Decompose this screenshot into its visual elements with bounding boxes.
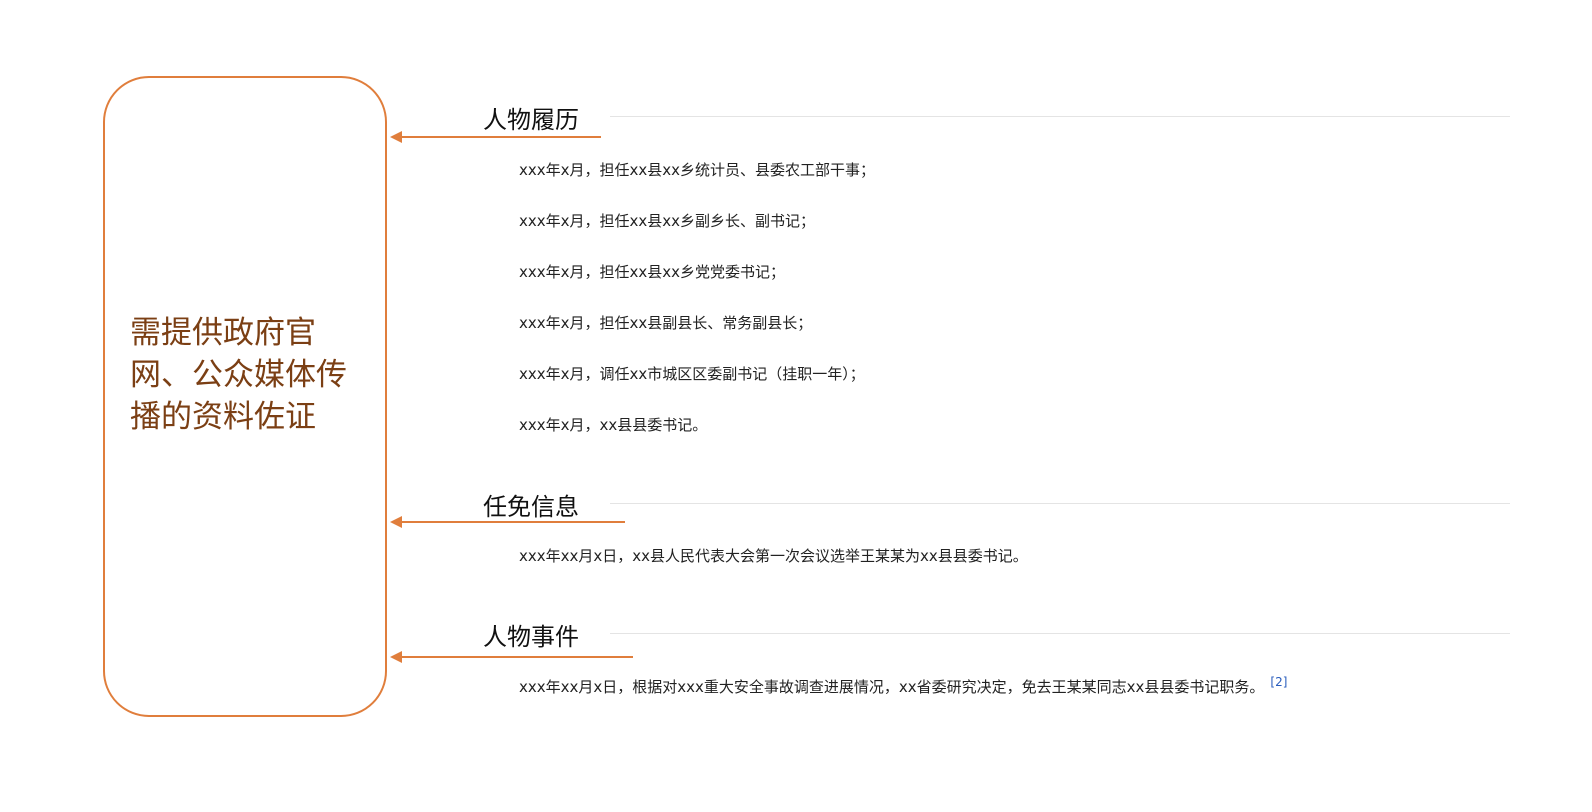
section-title-events: 人物事件	[483, 623, 579, 651]
list-item: xxx年x月，调任xx市城区区委副书记（挂职一年）；	[519, 365, 865, 383]
reference-link[interactable]: [2]	[1270, 675, 1288, 689]
list-item: xxx年x月，担任xx县xx乡统计员、县委农工部干事；	[519, 161, 876, 179]
section-title-resume: 人物履历	[483, 106, 579, 134]
section-divider	[610, 503, 1510, 504]
list-item: xxx年x月，xx县县委书记。	[519, 416, 708, 434]
section-divider	[610, 633, 1510, 634]
section-divider	[610, 116, 1510, 117]
section-title-appointment: 任免信息	[483, 493, 579, 521]
arrow-appointment	[390, 516, 625, 528]
arrow-events	[390, 651, 633, 663]
list-item: xxx年x月，担任xx县xx乡副乡长、副书记；	[519, 212, 816, 230]
list-item: xxx年xx月x日，xx县人民代表大会第一次会议选举王某某为xx县县委书记。	[519, 547, 1028, 565]
list-item: xxx年x月，担任xx县副县长、常务副县长；	[519, 314, 813, 332]
annotation-text: 需提供政府官网、公众媒体传播的资料佐证	[130, 315, 347, 435]
arrow-resume	[390, 131, 601, 143]
event-text: xxx年xx月x日，根据对xxx重大安全事故调查进展情况，xx省委研究决定，免去…	[519, 678, 1265, 696]
annotation-box	[103, 76, 387, 717]
list-item: xxx年xx月x日，根据对xxx重大安全事故调查进展情况，xx省委研究决定，免去…	[519, 675, 1287, 697]
list-item: xxx年x月，担任xx县xx乡党党委书记；	[519, 263, 786, 281]
